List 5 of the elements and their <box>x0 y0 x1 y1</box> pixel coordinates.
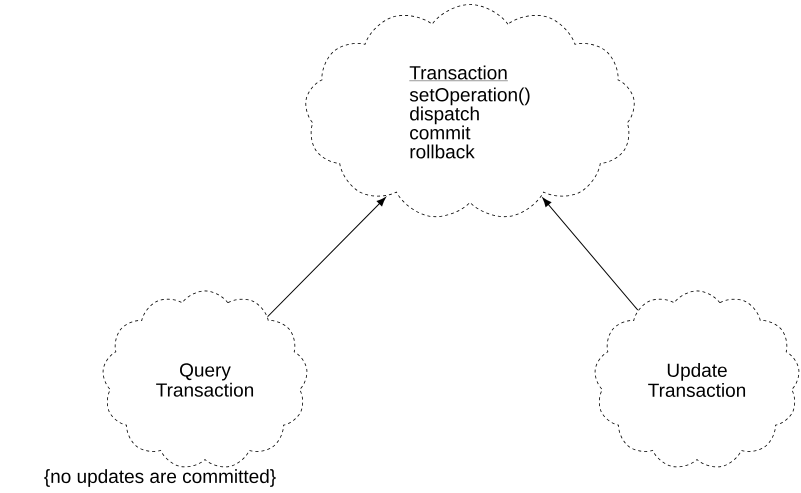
arrow <box>542 198 638 311</box>
class-cloud: Transaction setOperation() dispatch commit rollback <box>305 4 635 218</box>
class-cloud: Query Transaction <box>102 290 308 468</box>
class-cloud: Update Transaction <box>594 290 800 468</box>
arrow <box>267 197 386 318</box>
